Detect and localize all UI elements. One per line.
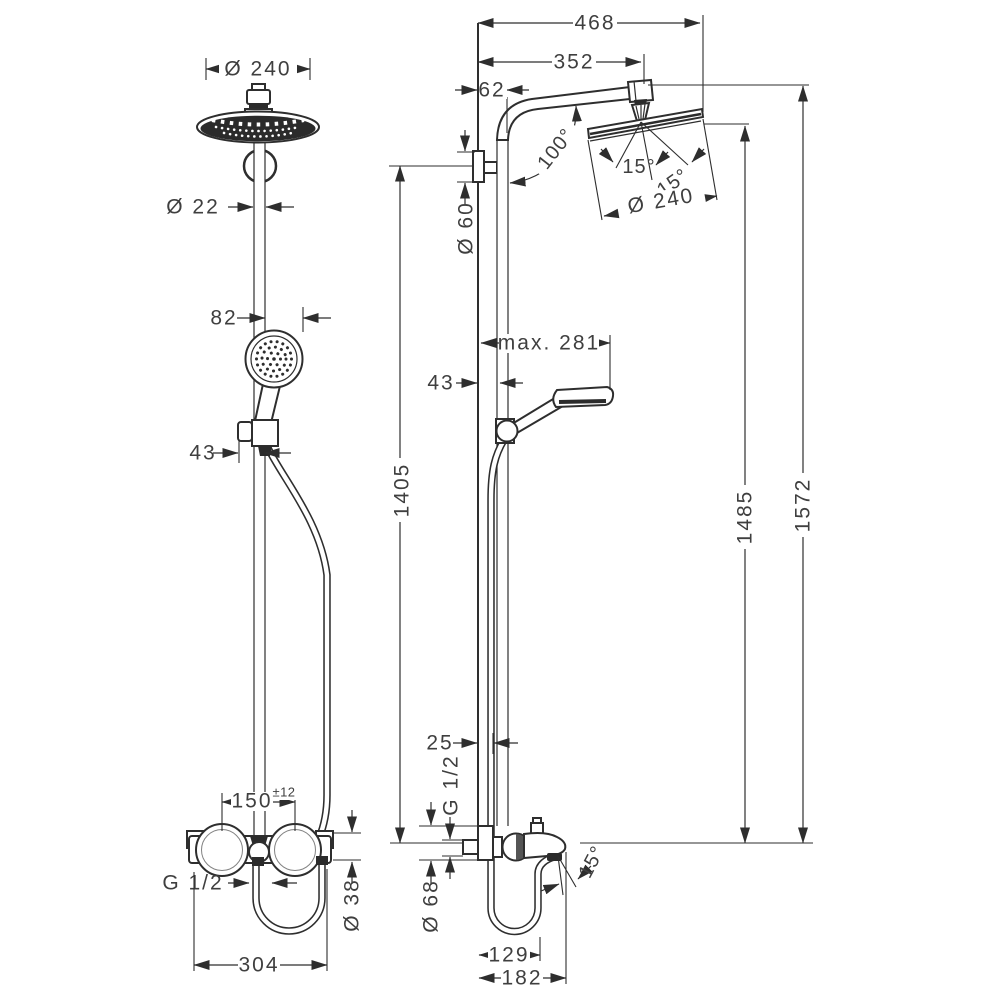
handshower-spray-ring: [260, 345, 288, 373]
spray-dot-row: [222, 131, 294, 138]
front-overhead-shower: [196, 83, 320, 144]
handshower-spray-ring: [255, 340, 293, 378]
dim-side-wall-to-hose-label: 25: [426, 732, 453, 755]
spray-slash-row: [211, 118, 305, 127]
dim-side-handshower-reach-label: max. 281: [498, 332, 600, 355]
front-view: Ø 240 Ø 22 82 43 150 ±12 G 1/2: [162, 58, 363, 977]
dim-side-inlet-thread-label: G 1/2: [440, 754, 463, 815]
dim-side-hose-loop-reach-label: 129: [488, 944, 529, 967]
front-riser-pipe: [253, 140, 266, 838]
dim-front-holder-offset-label: 43: [189, 442, 216, 465]
dim-side-arm-reach-label: 352: [553, 51, 594, 74]
dim-side-total-reach-label: 468: [574, 12, 615, 35]
valve-handle-left: [195, 823, 249, 877]
dim-side-spout-angle-label: 15°: [574, 842, 609, 882]
dim-front-valve-width-label: 304: [238, 954, 279, 977]
valve-handle-right: [268, 823, 322, 877]
side-wall-bracket: [472, 150, 498, 183]
dim-side-bracket-escutcheon-diameter-label: Ø 60: [455, 201, 478, 255]
arm-angle-arc: 100°: [509, 105, 584, 187]
dim-side-wall-to-pipe-center-label: 43: [427, 372, 454, 395]
dim-side-wall-to-pipe-label: 62: [478, 79, 505, 102]
dim-front-valve-centers-tolerance-label: ±12: [272, 785, 295, 800]
side-overhead-shower: [586, 107, 705, 142]
front-dimensions: Ø 240 Ø 22 82 43 150 ±12 G 1/2: [162, 58, 363, 977]
handshower-spray-ring: [266, 351, 282, 367]
front-hand-shower: [237, 329, 304, 456]
dim-front-outlet-thread-label: G 1/2: [162, 872, 223, 895]
side-dimensions: 468 352 62 Ø 60 max. 281: [389, 12, 815, 990]
side-hose: [487, 438, 556, 936]
side-riser-pipe: [496, 135, 509, 826]
front-valve: [186, 823, 334, 877]
front-hose: [263, 444, 331, 840]
dim-side-pipe-height-label: 1405: [391, 463, 414, 518]
spray-dot-row: [214, 125, 302, 133]
dim-side-head-tilt-left-label: 15°: [622, 156, 655, 178]
dim-front-valve-diameter-label: Ø 38: [341, 878, 364, 932]
dim-side-total-height-label: 1572: [792, 478, 815, 533]
side-view: 100° 15° 15°: [389, 12, 815, 990]
dim-front-pipe-diameter-label: Ø 22: [166, 196, 220, 219]
side-hand-shower: [495, 385, 615, 444]
front-hose-loop: [252, 862, 326, 935]
dim-side-valve-escutcheon-diameter-label: Ø 68: [420, 879, 443, 933]
side-valve: [462, 817, 567, 862]
dim-side-head-underside-height-label: 1485: [734, 490, 757, 545]
dim-side-spout-reach-label: 182: [501, 967, 542, 990]
dim-front-valve-centers-label: 150: [231, 790, 272, 813]
dim-front-head-diameter-label: Ø 240: [224, 58, 291, 81]
dim-front-handshower-offset-label: 82: [210, 307, 237, 330]
dim-side-head-diameter-label: Ø 240: [626, 184, 696, 218]
